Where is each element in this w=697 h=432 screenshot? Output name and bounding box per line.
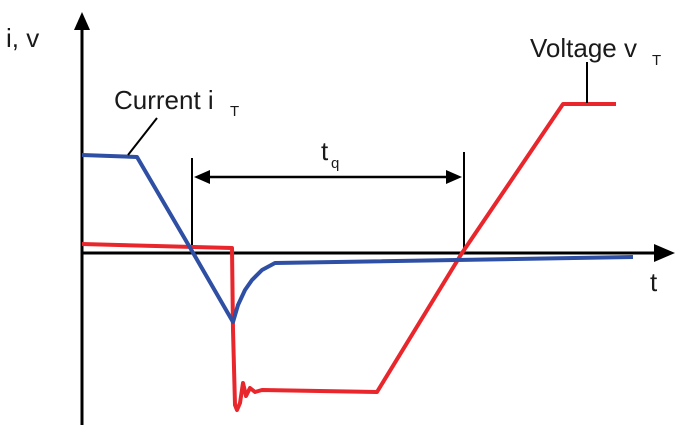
current-curve [81, 153, 634, 324]
tq-arrow-left [194, 170, 210, 184]
voltage-label: Voltage v [530, 33, 637, 63]
voltage-curve [81, 102, 616, 412]
current-leader-line [127, 117, 158, 156]
tq-arrow-right [446, 170, 462, 184]
x-axis-arrowhead [654, 244, 675, 262]
y-axis-label: i, v [6, 23, 39, 53]
tq-label: t [321, 136, 329, 166]
voltage-label-subscript: T [652, 52, 661, 69]
current-label: Current i [114, 85, 214, 115]
y-axis-arrowhead [74, 12, 90, 30]
current-label-subscript: T [230, 103, 239, 120]
tq-label-subscript: q [331, 155, 339, 172]
x-axis-label: t [650, 267, 658, 297]
